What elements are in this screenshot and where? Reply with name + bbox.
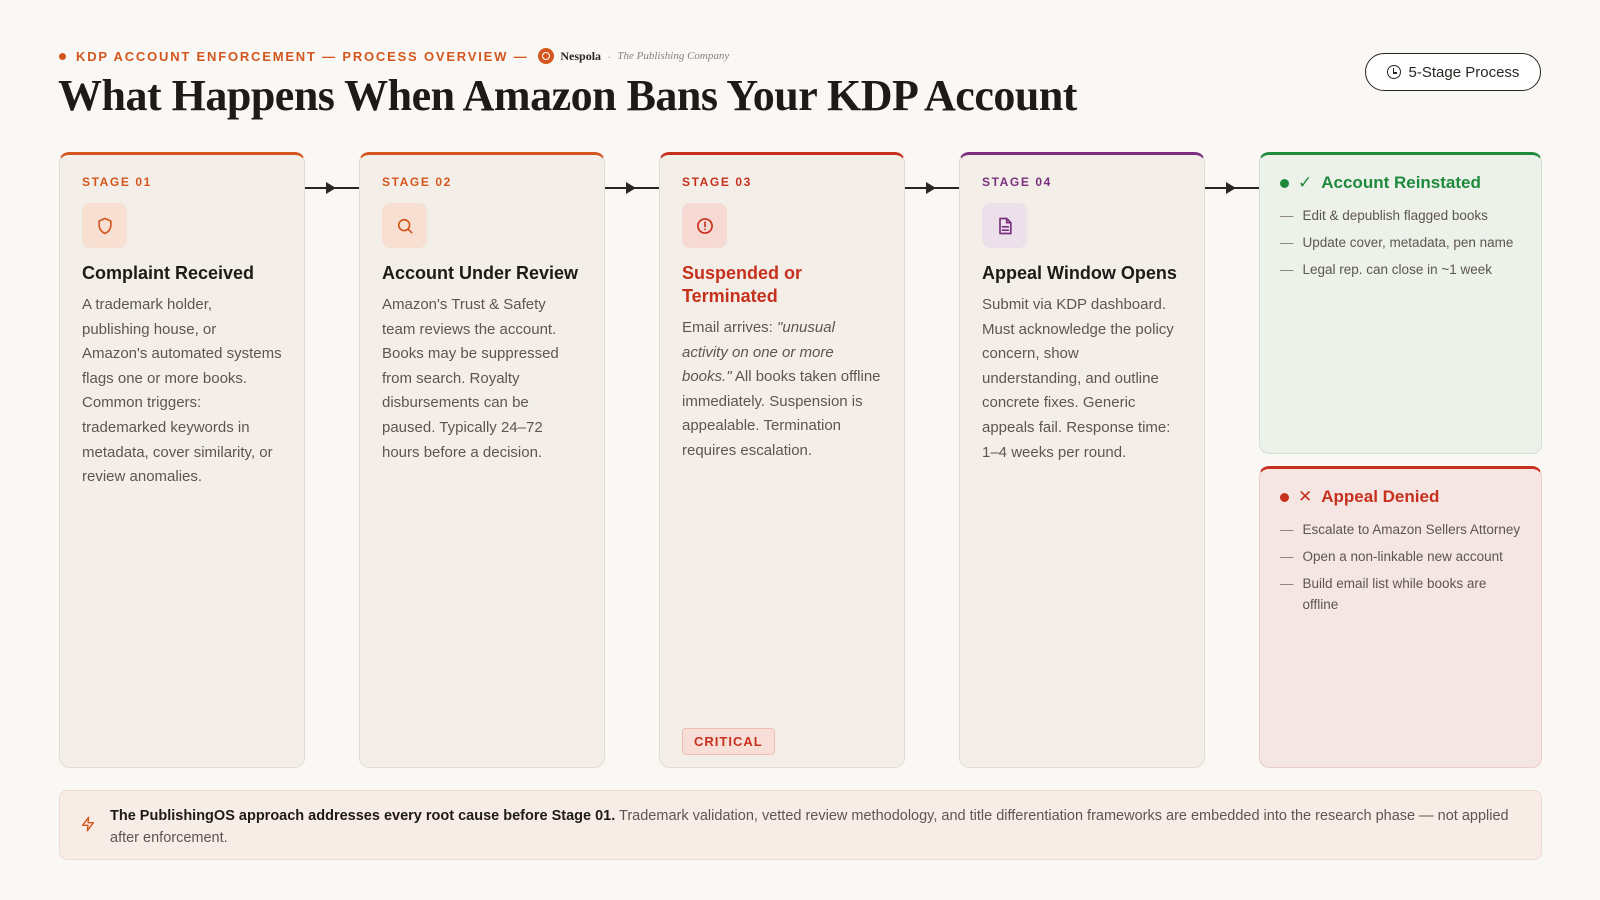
dash-marker: — — [1280, 549, 1294, 564]
stage-count-label: 5-Stage Process — [1408, 63, 1520, 81]
stage-title: Appeal Window Opens — [982, 263, 1177, 283]
outcome-title: Account Reinstated — [1321, 173, 1481, 192]
list-item: — Update cover, metadata, pen name — [1280, 232, 1521, 253]
outcome-reinstated: ✓ Account Reinstated — Edit & depublish f… — [1259, 152, 1542, 454]
clock-icon — [1386, 65, 1401, 79]
stage-icon-box — [382, 203, 427, 248]
search-icon — [397, 218, 412, 233]
stage-description: Amazon's Trust & Safety team reviews the… — [382, 296, 559, 461]
eyebrow-text: KDP ACCOUNT ENFORCEMENT — PROCESS OVERVI… — [76, 48, 529, 64]
stage-card-02: STAGE 02 Account Under Review Amazon's T… — [359, 152, 605, 768]
footer-text: Trademark validation, vetted review meth… — [110, 808, 1509, 846]
stage-count-pill: 5-Stage Process — [1365, 53, 1541, 91]
stage-icon-box — [682, 203, 727, 248]
outcome-title: Appeal Denied — [1321, 487, 1440, 506]
stage-label: STAGE 02 — [382, 175, 452, 189]
connector-arrow-icon — [626, 182, 636, 194]
stage-description-quote: "unusual activity on one or more books." — [682, 319, 835, 386]
stage-icon-box — [82, 203, 127, 248]
list-item-text: Edit & depublish flagged books — [1302, 208, 1488, 223]
list-item: — Legal rep. can close in ~1 week — [1280, 259, 1521, 280]
brand-separator: · — [607, 48, 612, 64]
list-item-text: Legal rep. can close in ~1 week — [1302, 262, 1493, 277]
outcome-list: — Escalate to Amazon Sellers Attorney — Op… — [1280, 519, 1521, 615]
stage-description: Submit via KDP dashboard. Must acknowled… — [982, 296, 1174, 461]
stage-label: STAGE 04 — [982, 175, 1052, 189]
brand-logo-icon — [538, 48, 555, 64]
footer-lead: The PublishingOS approach addresses ever… — [110, 808, 616, 824]
alert-circle-icon — [696, 217, 713, 234]
list-item-text: Build email list while books are offline — [1302, 576, 1487, 612]
dash-marker: — — [1280, 576, 1294, 591]
outcome-header: ✕ Appeal Denied — [1280, 487, 1521, 507]
connector-arrow-icon — [326, 182, 336, 194]
dash-marker: — — [1280, 522, 1294, 537]
stage-card-03: STAGE 03 Suspended or Terminated Email a… — [659, 152, 905, 768]
stage-label: STAGE 01 — [82, 175, 152, 189]
list-item: — Open a non-linkable new account — [1280, 546, 1521, 567]
stage-description: A trademark holder, publishing house, or… — [82, 296, 282, 486]
eyebrow-dot — [59, 52, 66, 60]
stage-description-prefix: Email arrives: — [682, 319, 778, 336]
shield-icon — [97, 217, 112, 234]
status-dot — [1280, 492, 1289, 502]
brand-name: Nespola — [560, 48, 602, 63]
footer-note: The PublishingOS approach addresses ever… — [59, 790, 1542, 860]
close-icon: ✕ — [1298, 487, 1313, 506]
status-dot — [1280, 178, 1289, 188]
outcome-list: — Edit & depublish flagged books — Update … — [1280, 205, 1521, 280]
dash-marker: — — [1280, 208, 1294, 223]
list-item: — Edit & depublish flagged books — [1280, 205, 1521, 226]
outcome-denied: ✕ Appeal Denied — Escalate to Amazon Sell… — [1259, 466, 1542, 768]
critical-badge: CRITICAL — [682, 728, 775, 755]
stage-title: Account Under Review — [382, 263, 579, 283]
stage-card-04: STAGE 04 Appeal Window Opens Submit via … — [959, 152, 1205, 768]
list-item: — Build email list while books are offlin… — [1280, 573, 1521, 615]
document-icon — [998, 217, 1012, 234]
stage-title: Suspended or Terminated — [682, 263, 803, 306]
connector-arrow-icon — [926, 182, 936, 194]
dash-marker: — — [1280, 262, 1294, 277]
stage-title: Complaint Received — [82, 263, 255, 283]
eyebrow: KDP ACCOUNT ENFORCEMENT — PROCESS OVERVI… — [59, 48, 729, 64]
stage-description-suffix: All books taken offline immediately. Sus… — [682, 368, 881, 459]
outcome-header: ✓ Account Reinstated — [1280, 173, 1521, 193]
list-item-text: Open a non-linkable new account — [1302, 549, 1503, 564]
stage-icon-box — [982, 203, 1027, 248]
list-item-text: Update cover, metadata, pen name — [1302, 235, 1514, 250]
stage-label: STAGE 03 — [682, 175, 752, 189]
page-title: What Happens When Amazon Bans Your KDP A… — [58, 71, 1077, 120]
brand: Nespola · The Publishing Company — [538, 48, 729, 64]
lightning-icon — [82, 816, 94, 832]
list-item: — Escalate to Amazon Sellers Attorney — [1280, 519, 1521, 540]
brand-tagline: The Publishing Company — [617, 50, 730, 62]
connector-arrow-icon — [1226, 182, 1236, 194]
dash-marker: — — [1280, 235, 1294, 250]
stage-description: Email arrives: "unusual activity on one … — [682, 316, 882, 464]
list-item-text: Escalate to Amazon Sellers Attorney — [1302, 522, 1521, 537]
checkmark-icon: ✓ — [1298, 173, 1313, 192]
stage-card-01: STAGE 01 Complaint Received A trademark … — [59, 152, 305, 768]
